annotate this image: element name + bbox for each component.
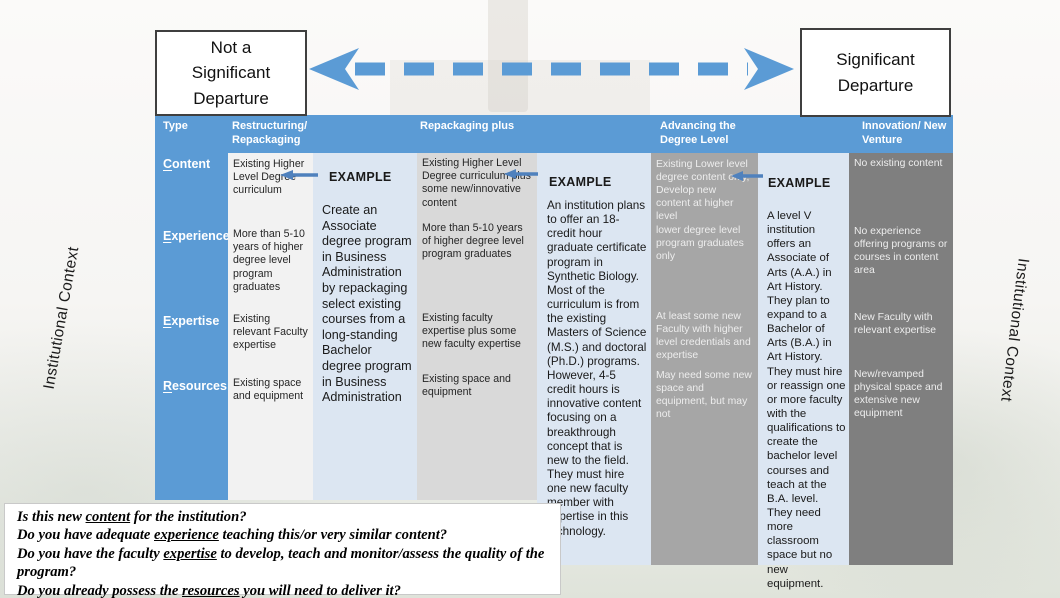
header-restructuring-repackaging: Restructuring/ Repackaging bbox=[232, 120, 308, 147]
cell-content: Existing Higher Level Degree curriculum … bbox=[422, 157, 531, 209]
cell-expertise: Existing faculty expertise plus some new… bbox=[422, 312, 521, 351]
question-line: Do you have the faculty expertise to dev… bbox=[17, 545, 552, 582]
question-line: Do you have adequate experience teaching… bbox=[17, 526, 552, 544]
example-label: EXAMPLE bbox=[549, 175, 612, 189]
header-repackaging-plus: Repackaging plus bbox=[420, 120, 515, 132]
question-text: Do you have adequate bbox=[17, 527, 155, 544]
row-label-first-letter: E bbox=[163, 314, 172, 328]
row-label-first-letter: E bbox=[163, 229, 172, 243]
institutional-context-label-right: Institutional Context bbox=[997, 257, 1032, 403]
row-label-first-letter: R bbox=[163, 379, 173, 393]
example-body: Create an Associate degree program in Bu… bbox=[322, 203, 412, 405]
table-header-bar: Type Restructuring/ Repackaging Repackag… bbox=[155, 115, 953, 153]
example-left-arrow-icon bbox=[504, 169, 538, 179]
row-label-rest: xpertise bbox=[171, 314, 220, 328]
column-innovation-new-venture: No existing content No experience offeri… bbox=[849, 153, 953, 565]
cell-content: Existing Higher Level Degree curriculum bbox=[233, 158, 305, 197]
question-text: to develop, teach and monitor/assess the… bbox=[17, 545, 545, 581]
example-panel-3: EXAMPLE A level V institution offers an … bbox=[758, 153, 849, 590]
header-type: Type bbox=[163, 120, 188, 132]
questions-list: Is this new content for the institution?… bbox=[17, 508, 552, 598]
row-label-resources: Resources bbox=[163, 379, 227, 393]
header-advancing-degree-level: Advancing the Degree Level bbox=[660, 120, 736, 147]
significant-departure-box: Significant Departure bbox=[800, 28, 951, 117]
question-keyword: experience bbox=[154, 527, 219, 544]
example-left-arrow-icon bbox=[280, 170, 318, 180]
column-advancing-degree-level: Existing Lower level degree content only… bbox=[651, 153, 758, 565]
cell-resources: Existing space and equipment bbox=[422, 373, 511, 399]
cell-resources: May need some new space and equipment, b… bbox=[656, 370, 752, 420]
cell-content: No existing content bbox=[854, 158, 943, 169]
question-line: Is this new content for the institution? bbox=[17, 508, 552, 526]
cell-resources: New/revamped physical space and extensiv… bbox=[854, 369, 943, 419]
not-significant-departure-box: Not a Significant Departure bbox=[155, 30, 307, 116]
example-body: A level V institution offers an Associat… bbox=[767, 210, 846, 590]
row-label-first-letter: C bbox=[163, 157, 173, 171]
question-keyword: content bbox=[85, 509, 131, 525]
dashed-double-arrow-icon bbox=[309, 48, 794, 90]
question-text: for the institution? bbox=[130, 509, 247, 525]
question-keyword: expertise bbox=[163, 545, 217, 562]
cell-expertise: Existing relevant Faculty expertise bbox=[233, 313, 308, 352]
question-keyword: resources bbox=[182, 582, 240, 598]
cell-expertise: New Faculty with relevant expertise bbox=[854, 312, 937, 336]
cell-experience: More than 5-10 years of higher degree le… bbox=[422, 222, 524, 261]
row-label-rest: esources bbox=[172, 379, 227, 393]
cell-expertise: At least some new Faculty with higher le… bbox=[656, 311, 751, 361]
questions-box: Is this new content for the institution?… bbox=[4, 503, 561, 598]
row-label-rest: ontent bbox=[172, 157, 211, 171]
example-label: EXAMPLE bbox=[768, 176, 831, 190]
example-panel-2: EXAMPLE An institution plans to offer an… bbox=[537, 153, 651, 565]
cell-experience: More than 5-10 years of higher degree le… bbox=[233, 228, 305, 293]
row-label-expertise: Expertise bbox=[163, 314, 219, 328]
cell-resources: Existing space and equipment bbox=[233, 377, 304, 403]
question-text: Is this new bbox=[17, 509, 86, 525]
institutional-context-label-left: Institutional Context bbox=[40, 245, 83, 391]
example-body: An institution plans to offer an 18-cred… bbox=[547, 199, 647, 538]
question-text: Do you have the faculty bbox=[17, 545, 164, 562]
example-label: EXAMPLE bbox=[329, 170, 392, 184]
row-label-experience: Experience bbox=[163, 229, 230, 243]
question-text: you will need to deliver it? bbox=[239, 582, 401, 598]
row-label-content: Content bbox=[163, 157, 210, 171]
example-panel-1: EXAMPLE Create an Associate degree progr… bbox=[313, 153, 417, 500]
column-restructuring-repackaging: Existing Higher Level Degree curriculum … bbox=[228, 153, 313, 500]
type-column: Content Experience Expertise Resources bbox=[155, 153, 230, 500]
cell-content: Existing Lower level degree content only… bbox=[656, 159, 750, 222]
column-repackaging-plus: Existing Higher Level Degree curriculum … bbox=[417, 153, 537, 500]
row-label-rest: xperience bbox=[171, 229, 230, 243]
question-line: Do you already possess the resources you… bbox=[17, 582, 552, 598]
background-building-tower bbox=[488, 0, 528, 112]
question-text: teaching this/or very similar content? bbox=[218, 527, 448, 544]
cell-experience: lower degree level program graduates onl… bbox=[656, 225, 744, 262]
header-innovation-new-venture: Innovation/ New Venture bbox=[862, 120, 947, 147]
example-left-arrow-icon bbox=[731, 171, 763, 181]
cell-experience: No experience offering programs or cours… bbox=[854, 226, 948, 276]
question-text: Do you already possess the bbox=[17, 582, 182, 598]
